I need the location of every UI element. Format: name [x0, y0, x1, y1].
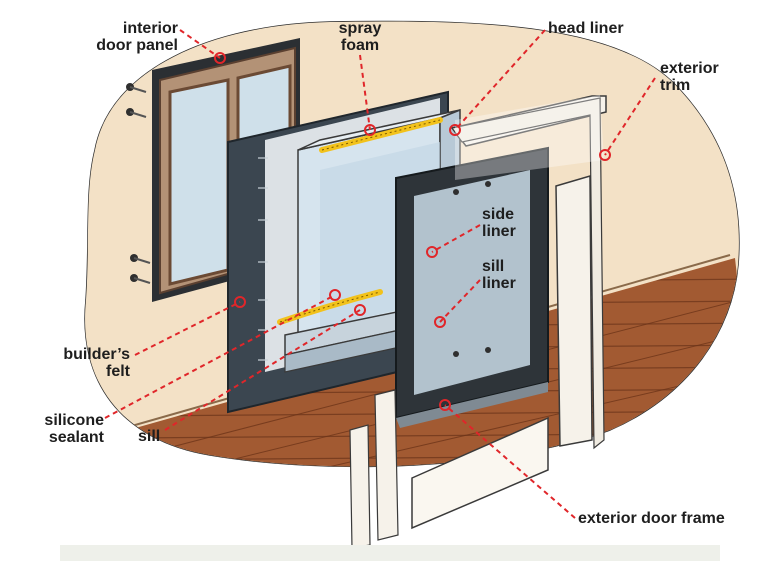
screw-icon: [126, 83, 151, 284]
label-interior-door-panel: interior door panel: [96, 20, 178, 54]
screw-icon: [453, 181, 491, 357]
label-builders-felt: builder’s felt: [63, 346, 130, 380]
label-exterior-door-frame: exterior door frame: [578, 510, 725, 527]
label-sill-liner: sill liner: [482, 258, 516, 292]
leader-lines: [104, 29, 656, 519]
bottom-strip: [60, 545, 720, 561]
exterior-door-frame: [395, 146, 549, 428]
callout-marker: [214, 52, 611, 411]
label-side-liner: side liner: [482, 206, 516, 240]
label-exterior-trim: exterior trim: [660, 60, 719, 94]
exterior-trim: [349, 95, 607, 549]
label-spray-foam: spray foam: [338, 20, 382, 54]
glass-overlay: [455, 95, 604, 180]
label-sill: sill: [138, 428, 161, 445]
label-silicone-sealant: silicone sealant: [44, 412, 104, 446]
label-head-liner: head liner: [548, 20, 624, 37]
